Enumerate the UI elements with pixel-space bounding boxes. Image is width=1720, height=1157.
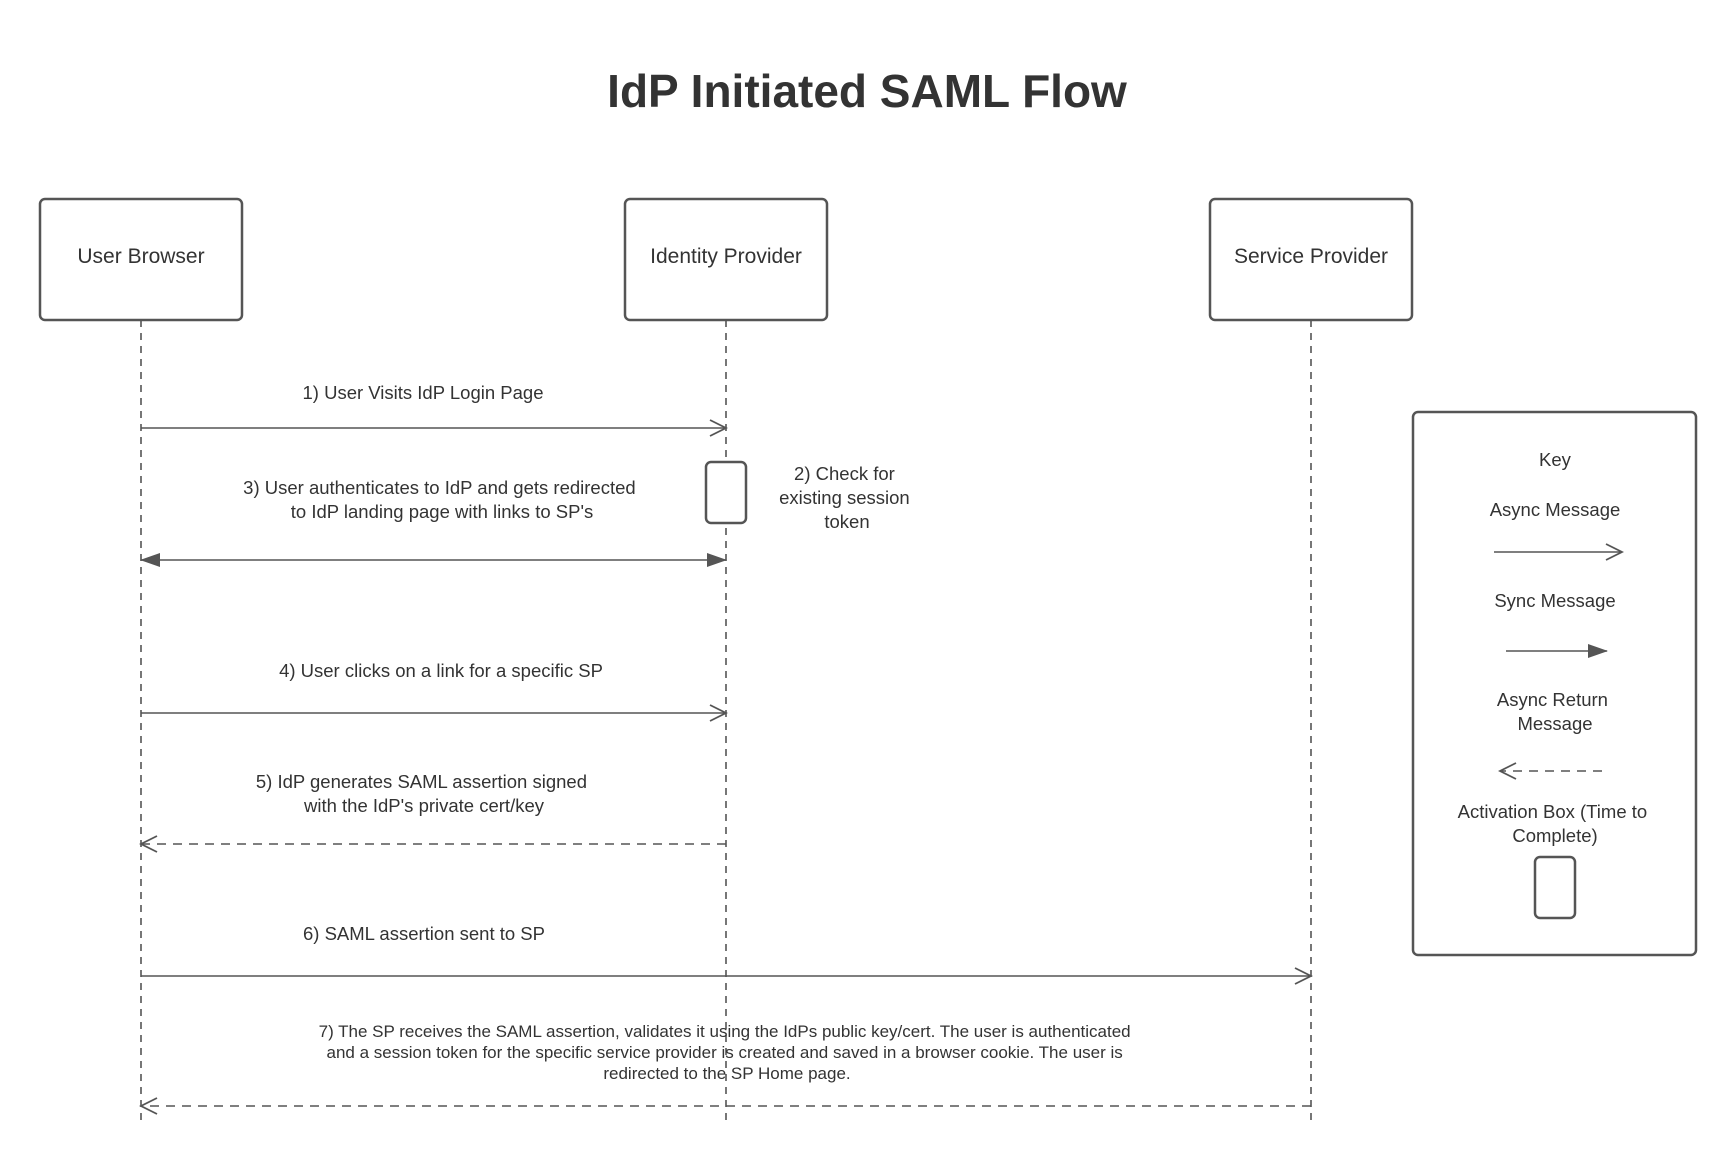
key-title: Key	[1539, 449, 1572, 470]
key-activation-label: Activation Box (Time to Complete)	[1458, 801, 1653, 846]
message-2: 2) Check for existing session token	[704, 460, 915, 532]
key-sync-label: Sync Message	[1494, 590, 1615, 611]
key-box	[1411, 410, 1698, 957]
message-6: 6) SAML assertion sent to SP	[141, 923, 1311, 976]
participant-label: Service Provider	[1234, 245, 1388, 268]
participant-label: User Browser	[77, 245, 204, 268]
key-activation-box	[1533, 855, 1577, 920]
key-legend: Key Async Message Sync Message Async Ret…	[1411, 410, 1698, 957]
message-2-label: 2) Check for existing session token	[779, 463, 915, 532]
message-4-label: 4) User clicks on a link for a specific …	[279, 660, 603, 681]
message-5-label: 5) IdP generates SAML assertion signed w…	[256, 771, 592, 816]
key-async-return-label: Async Return Message	[1497, 689, 1613, 734]
message-1-label: 1) User Visits IdP Login Page	[303, 382, 544, 403]
message-7: 7) The SP receives the SAML assertion, v…	[141, 1022, 1311, 1106]
participant-user-browser: User Browser	[38, 197, 244, 322]
key-async-label: Async Message	[1490, 499, 1621, 520]
message-5: 5) IdP generates SAML assertion signed w…	[141, 771, 726, 844]
participant-service-provider: Service Provider	[1208, 197, 1414, 322]
message-4: 4) User clicks on a link for a specific …	[141, 660, 726, 713]
message-3: 3) User authenticates to IdP and gets re…	[140, 477, 727, 567]
message-7-label: 7) The SP receives the SAML assertion, v…	[319, 1022, 1136, 1083]
message-6-label: 6) SAML assertion sent to SP	[303, 923, 545, 944]
participant-label: Identity Provider	[650, 245, 802, 268]
message-1: 1) User Visits IdP Login Page	[141, 382, 726, 428]
activation-box	[704, 460, 748, 525]
participant-identity-provider: Identity Provider	[623, 197, 829, 322]
message-3-label: 3) User authenticates to IdP and gets re…	[243, 477, 641, 522]
diagram-title: IdP Initiated SAML Flow	[607, 65, 1127, 117]
